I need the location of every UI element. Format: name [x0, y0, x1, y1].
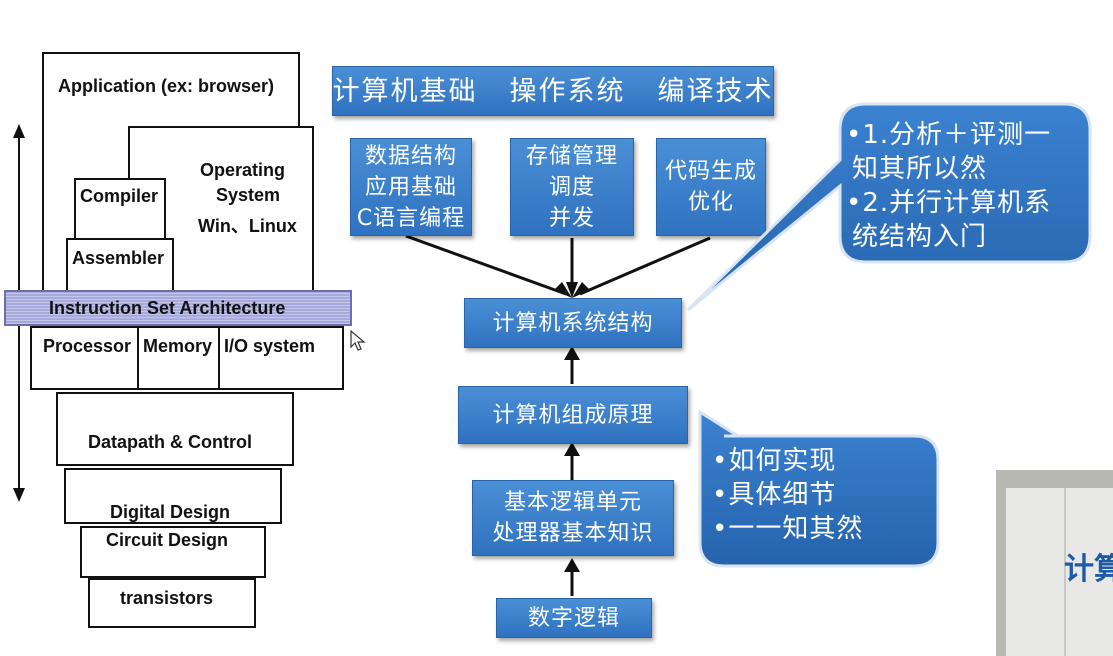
- callout-top-line: 统结构入门: [852, 222, 988, 252]
- basics-line-1: 基本逻辑单元: [503, 490, 642, 515]
- callout-bottom-line: •如何实现: [712, 446, 837, 476]
- sub-box-os: 存储管理 调度 并发: [510, 138, 634, 236]
- architecture-label: 计算机系统结构: [492, 310, 654, 336]
- assembler-layer: Assembler: [66, 238, 174, 294]
- callout-top-line: 知其所以然: [852, 154, 988, 184]
- circuit-design-label: Circuit Design: [106, 530, 229, 550]
- digital-logic-box: 数字逻辑: [496, 598, 652, 638]
- assembler-label: Assembler: [72, 248, 165, 268]
- datapath-layer: Datapath & Control: [56, 392, 294, 466]
- basics-box: 基本逻辑单元 处理器基本知识: [472, 480, 674, 556]
- sub-box-compiler: 代码生成 优化: [656, 138, 766, 236]
- sub-box-line: 应用基础: [364, 174, 457, 200]
- callout-top-line: •2.并行计算机系: [846, 188, 1052, 218]
- digital-design-layer: Digital Design: [64, 468, 282, 524]
- isa-layer: Instruction Set Architecture: [4, 290, 352, 326]
- sub-box-line: 调度: [548, 174, 595, 200]
- operating-system-label-3: Win、Linux: [198, 216, 297, 236]
- video-wall-panel: [1006, 488, 1113, 656]
- sub-box-line: 存储管理: [525, 143, 618, 169]
- organization-label: 计算机组成原理: [492, 402, 654, 428]
- callout-bottom-line: •具体细节: [712, 480, 837, 510]
- transistors-label: transistors: [120, 588, 214, 608]
- sub-box-line: C语言编程: [356, 205, 466, 231]
- sub-box-line: 并发: [548, 205, 595, 231]
- digital-design-label: Digital Design: [110, 502, 231, 522]
- hardware-layer: Processor Memory I/O system: [30, 326, 344, 390]
- circuit-design-layer: Circuit Design: [80, 526, 266, 578]
- memory-label: Memory: [143, 336, 213, 356]
- digital-logic-label: 数字逻辑: [527, 605, 620, 631]
- compiler-label: Compiler: [80, 186, 159, 206]
- io-system-label: I/O system: [224, 336, 316, 356]
- architecture-box: 计算机系统结构: [464, 298, 682, 348]
- video-thumbnail: 计算: [996, 470, 1113, 656]
- divider: [218, 328, 220, 390]
- divider: [137, 328, 139, 390]
- datapath-label: Datapath & Control: [88, 432, 252, 452]
- top-course-2: 操作系统: [509, 75, 626, 107]
- organization-box: 计算机组成原理: [458, 386, 688, 444]
- processor-label: Processor: [43, 336, 132, 356]
- video-text: 计算: [1064, 552, 1113, 587]
- callout-bottom-line: •一一知其然: [712, 514, 864, 544]
- transistors-layer: transistors: [88, 578, 256, 628]
- isa-label: Instruction Set Architecture: [49, 298, 286, 318]
- top-course-bar: 计算机基础 操作系统 编译技术: [332, 66, 774, 116]
- operating-system-label-1: Operating: [200, 160, 286, 180]
- video-divider: [1064, 488, 1066, 656]
- sub-box-line: 数据结构: [364, 143, 457, 169]
- top-course-1: 计算机基础: [332, 75, 478, 107]
- mouse-cursor-icon: [350, 330, 366, 351]
- sub-box-foundations: 数据结构 应用基础 C语言编程: [350, 138, 472, 236]
- top-course-3: 编译技术: [657, 75, 774, 107]
- sub-box-line: 优化: [687, 190, 734, 215]
- callout-top-line: •1.分析＋评测一: [846, 120, 1052, 150]
- operating-system-label-2: System: [216, 185, 281, 205]
- application-label: Application (ex: browser): [58, 76, 275, 96]
- basics-line-2: 处理器基本知识: [492, 521, 654, 546]
- sub-box-line: 代码生成: [664, 159, 757, 184]
